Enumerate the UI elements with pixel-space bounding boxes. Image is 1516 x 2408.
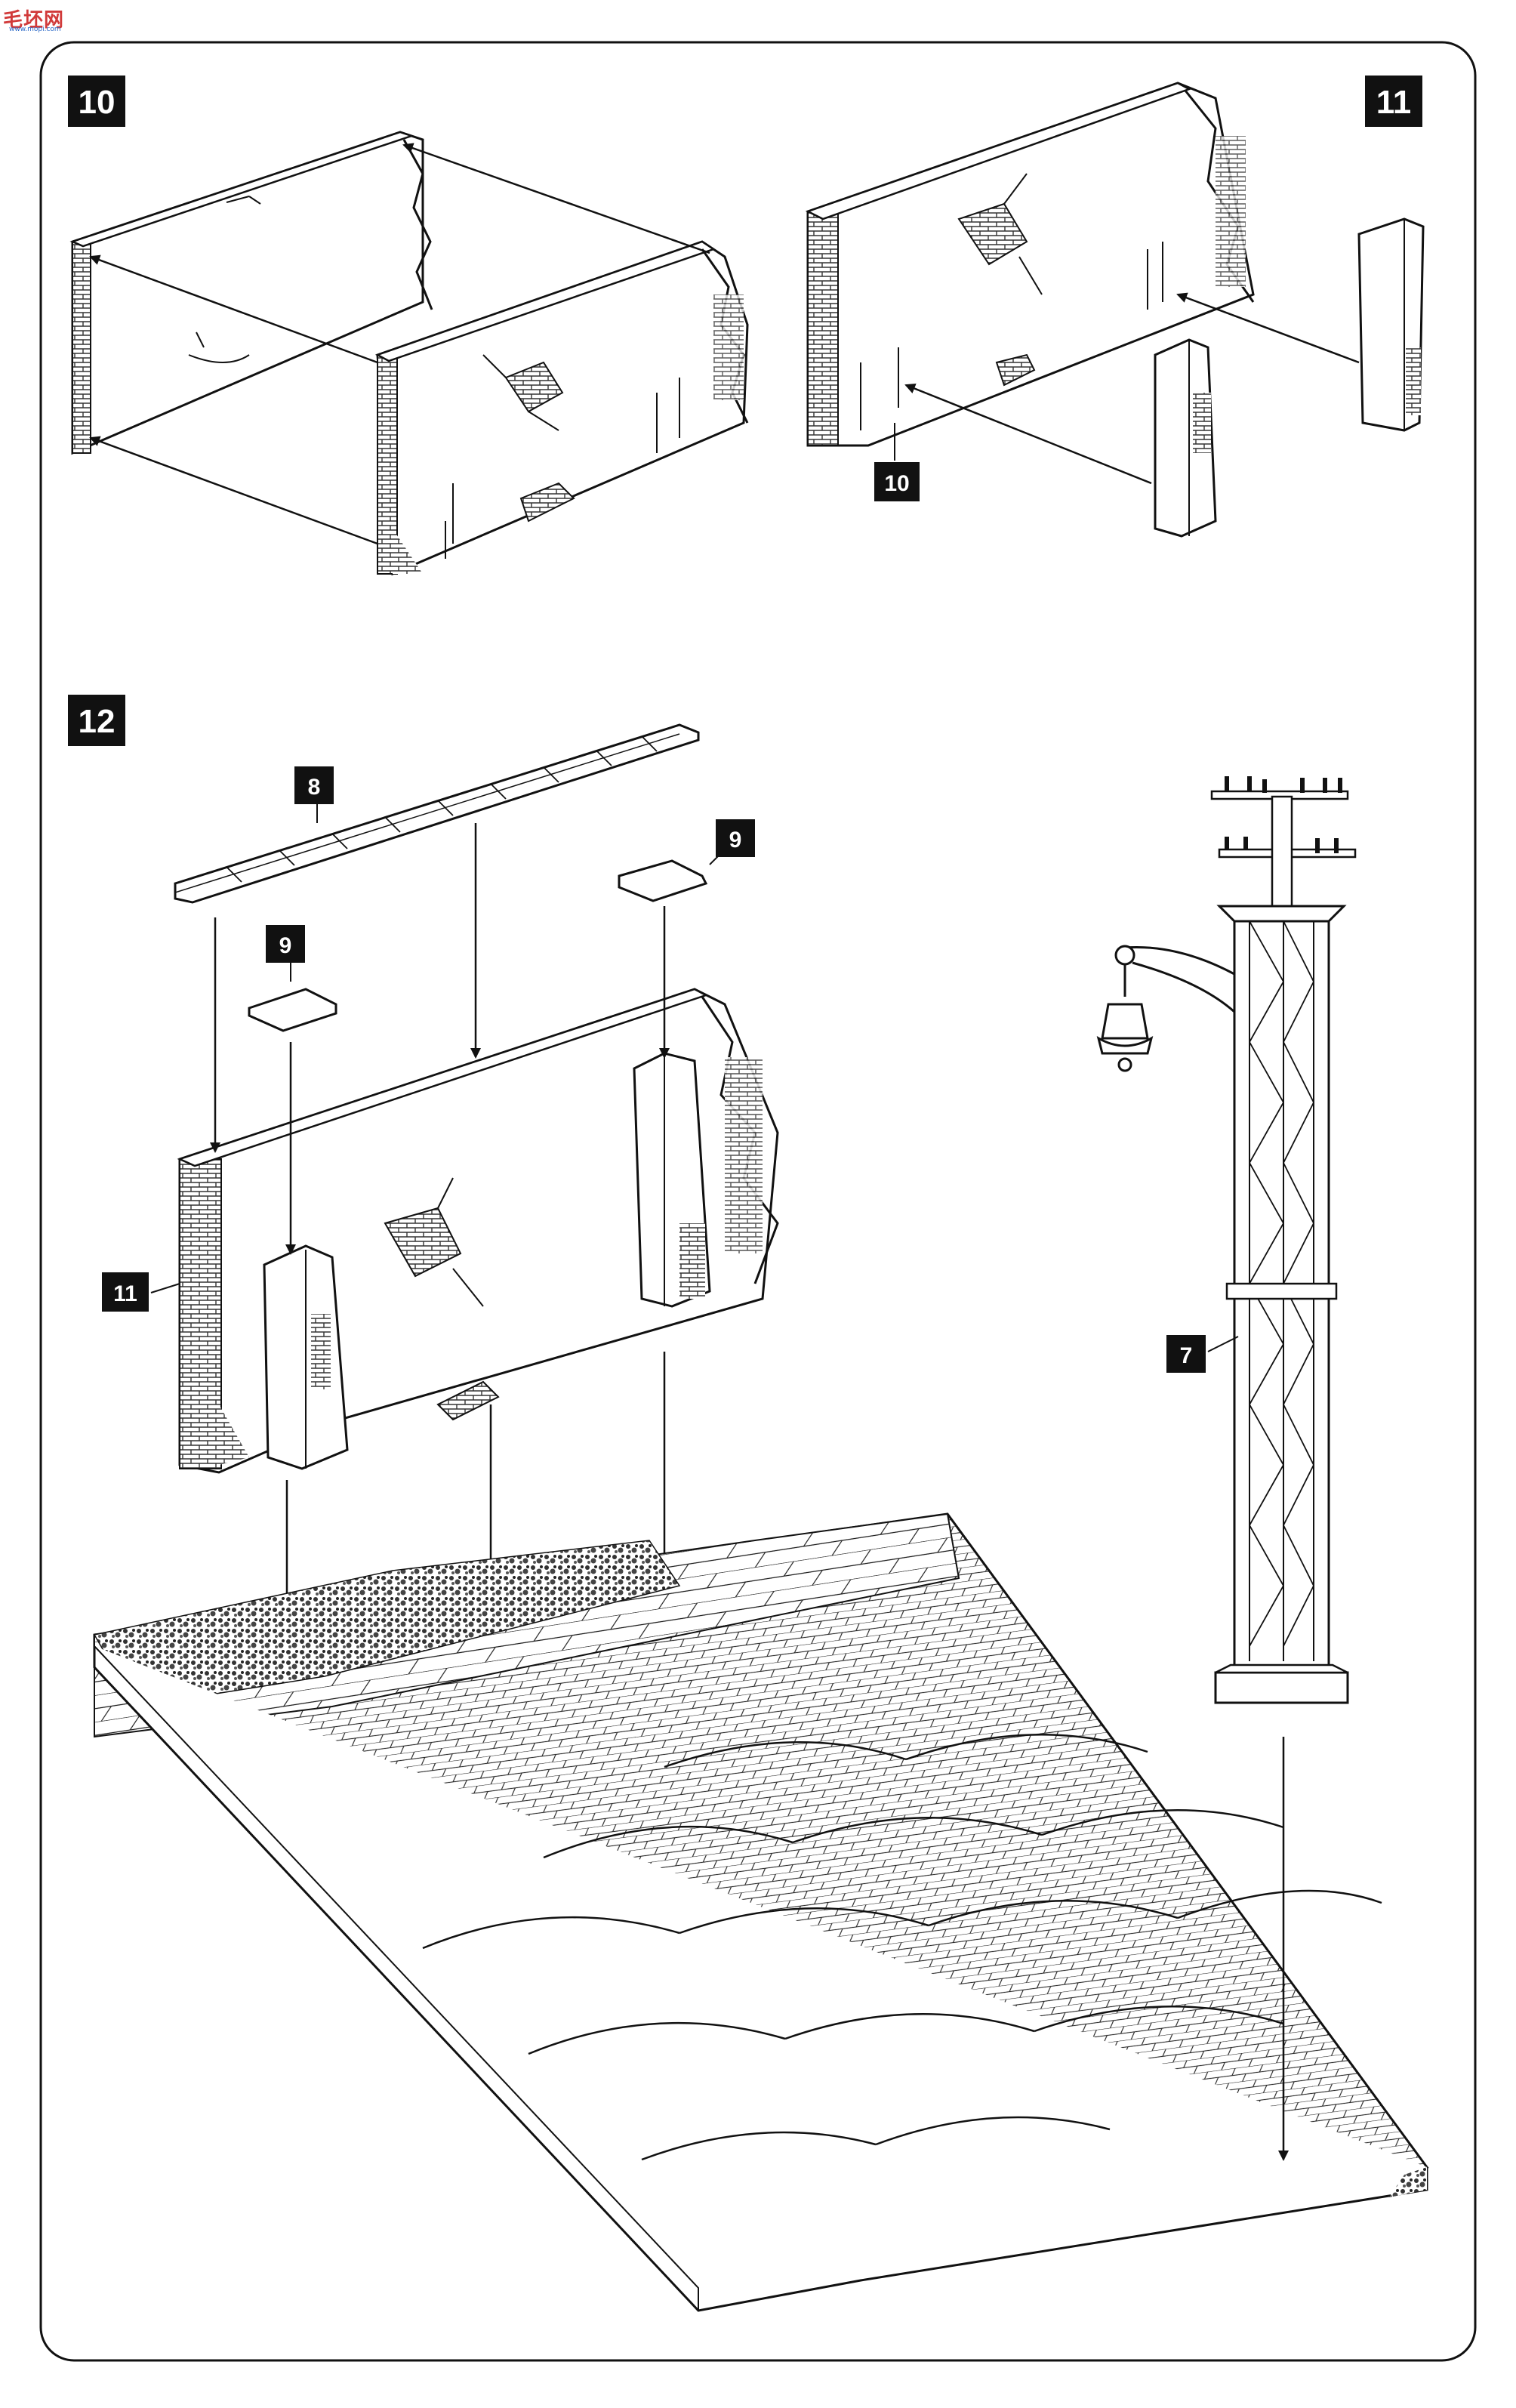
step-11-diagram: 11 10 [805, 76, 1425, 538]
callout-badge-step11 [874, 462, 920, 501]
callout-lamp-post: 7 [1180, 1343, 1193, 1368]
callout-badge-7 [1166, 1335, 1206, 1373]
callout-badge-8 [294, 766, 334, 804]
step-10-diagram: 10 [68, 76, 749, 576]
callout-wall: 11 [113, 1281, 137, 1306]
callout-badge-9-left [266, 925, 305, 963]
sheet-frame [39, 41, 1477, 2362]
callout-badge-11 [102, 1272, 149, 1312]
base-plate [93, 1512, 1429, 2312]
step-11-number: 11 [1376, 84, 1412, 121]
lamp-post: 7 [1096, 776, 1357, 2161]
watermark-logo: 毛坯网 [3, 9, 65, 32]
callout-badge-9-right [716, 819, 755, 857]
watermark-url: www.mopi.com [9, 26, 61, 33]
step-12-badge [68, 695, 125, 746]
callout-step11-part: 10 [884, 471, 909, 496]
step-11-badge [1365, 76, 1422, 127]
step-12-diagram: 12 8 9 9 11 [68, 695, 1429, 2312]
step-10-number: 10 [79, 84, 116, 121]
callout-small-cap-right: 9 [729, 828, 742, 853]
step-12-number: 12 [79, 703, 116, 740]
callout-small-cap-left: 9 [279, 933, 292, 958]
callout-top-cap: 8 [308, 775, 321, 800]
step-10-badge [68, 76, 125, 127]
